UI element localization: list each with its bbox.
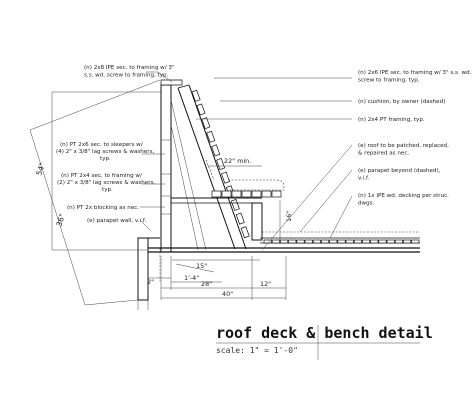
deck-board: [403, 239, 412, 244]
note-ipe-decking: (n) 1x IPE wd. decking per struc. dwgs.: [358, 193, 451, 207]
drawing-scale: scale: 1" = 1'-0": [216, 346, 298, 355]
deck-board: [329, 239, 338, 244]
seat-board: [251, 190, 262, 198]
drawing-title: roof deck & bench detail: [216, 324, 433, 342]
backrest-board: [206, 130, 216, 143]
backrest-board: [221, 171, 231, 184]
deck-board: [321, 239, 330, 244]
seat-board: [221, 190, 232, 198]
backrest-board: [216, 158, 226, 171]
backrest-board: [235, 212, 245, 225]
bench-seat: [171, 159, 285, 241]
dim-12: 12": [260, 280, 271, 288]
dim-36: 36": [54, 212, 67, 227]
note-pt-2x6: (n) PT 2x6 sec. to sleepers w/ (4) 2" x …: [56, 142, 156, 162]
deck-board: [370, 239, 379, 244]
deck-board: [280, 239, 289, 244]
deck-board: [386, 239, 395, 244]
deck-board: [378, 239, 387, 244]
note-roof-patch: (e) roof to be patched, replaced, & repa…: [358, 143, 451, 157]
deck-board: [362, 239, 371, 244]
dim-54: 54": [34, 161, 47, 176]
parapet-wall: [137, 237, 161, 310]
bottom-dimensions: 15" 2" 1'-4" 28" 12" 40": [147, 256, 287, 300]
note-2x4-framing: (n) 2x4 PT framing, typ.: [358, 117, 425, 123]
deck-board: [337, 239, 346, 244]
bench-back-frame: [160, 79, 250, 253]
height-dimensions: 54" 36": [29, 79, 161, 306]
deck-board: [312, 239, 321, 244]
dim-40: 40": [222, 290, 233, 298]
backrest-board: [230, 198, 240, 211]
deck-board: [353, 239, 362, 244]
seat-board: [211, 190, 222, 198]
note-cushion: (n) cushion, by owner (dashed): [358, 99, 445, 105]
backrest-board: [211, 144, 221, 157]
seat-board: [231, 190, 242, 198]
note-2x8-ipe: (n) 2x8 IPE sec. to framing w/ 3" s.s. w…: [84, 65, 176, 79]
seat-dimensions: 22" min. 16": [208, 157, 293, 240]
deck-board: [304, 239, 313, 244]
backrest-board: [240, 226, 250, 239]
dim-16: 16": [285, 211, 293, 222]
dim-28: 28": [201, 280, 212, 288]
dim-15: 15": [196, 262, 207, 270]
seat-board: [261, 190, 272, 198]
deck-board: [345, 239, 354, 244]
dim-2: 2": [147, 278, 154, 286]
title-block: roof deck & bench detail scale: 1" = 1'-…: [216, 324, 433, 360]
note-parapet-wall: (e) parapet wall, v.i.f.: [87, 218, 146, 224]
roof-deck: [148, 231, 420, 261]
notes-right: (n) 2x6 IPE sec. to framing w/ 3" s.s. w…: [196, 70, 473, 251]
seat-board: [271, 190, 282, 198]
backrest-board: [201, 117, 211, 130]
notes-left: (n) 2x8 IPE sec. to framing w/ 3" s.s. w…: [56, 65, 176, 231]
deck-board: [296, 239, 305, 244]
note-2x6-ipe: (n) 2x6 IPE sec. to framing w/ 3" s.s. w…: [358, 70, 473, 84]
deck-board: [288, 239, 297, 244]
seat-board: [241, 190, 252, 198]
seat-boards: [211, 190, 282, 198]
deck-boards: [263, 239, 420, 244]
deck-board: [271, 239, 280, 244]
backrest-board: [196, 103, 206, 116]
note-blocking: (n) PT 2x blocking as nec.: [67, 205, 139, 211]
dim-1-4: 1'-4": [184, 274, 199, 282]
dim-22-min: 22" min.: [224, 157, 251, 165]
deck-board: [411, 239, 420, 244]
backrest-boards: [191, 89, 250, 239]
note-pt-2x4: (n) PT 2x4 sec. to framing w/ (2) 2" x 3…: [57, 173, 157, 193]
note-parapet-beyond: (e) parapet beyond (dashed), v.i.f.: [358, 168, 442, 182]
backrest-board: [191, 89, 201, 102]
deck-board: [394, 239, 403, 244]
